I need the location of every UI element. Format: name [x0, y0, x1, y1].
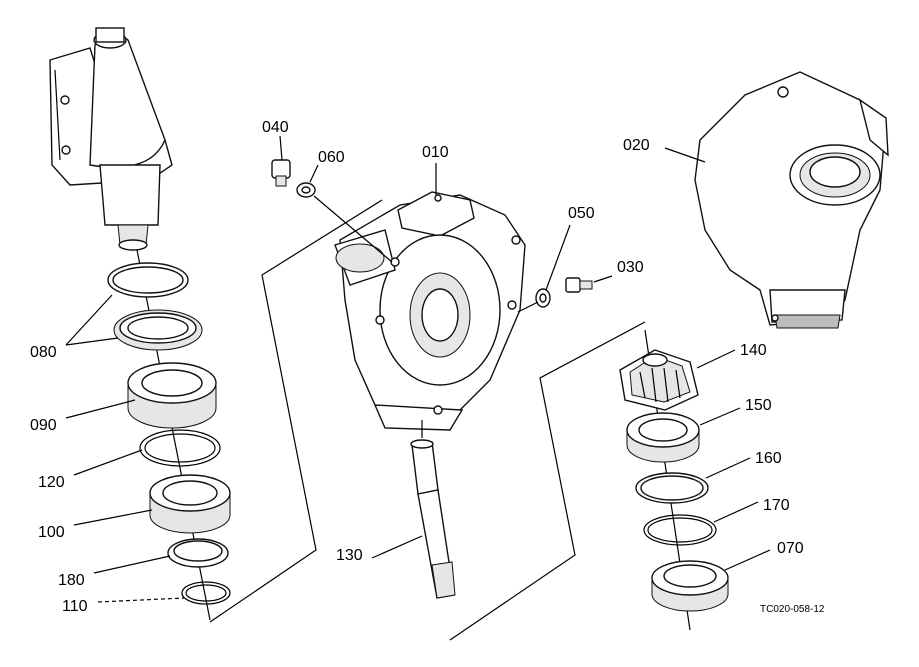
label-010: 010	[422, 144, 449, 161]
part-080-seal	[113, 309, 203, 351]
part-010-gear-case	[334, 191, 526, 431]
reference-code: TC020-058-12	[760, 604, 825, 615]
label-150: 150	[745, 397, 772, 414]
part-040-plug	[271, 159, 291, 187]
assembly-bracket-left	[209, 199, 383, 623]
part-170-snap-ring	[643, 514, 717, 546]
label-160: 160	[755, 450, 782, 467]
label-130: 130	[336, 547, 363, 564]
part-120-snap-ring	[139, 429, 221, 467]
label-090: 090	[30, 417, 57, 434]
part-130-shaft	[410, 439, 456, 599]
part-060-washer	[296, 182, 316, 198]
label-170: 170	[763, 497, 790, 514]
label-050: 050	[568, 205, 595, 222]
part-030-bolt	[565, 277, 593, 293]
upper-gear-case	[49, 27, 173, 251]
part-110-snap-ring	[181, 581, 231, 605]
label-030: 030	[617, 259, 644, 276]
assembly-bracket-right	[449, 321, 646, 641]
label-180: 180	[58, 572, 85, 589]
label-070: 070	[777, 540, 804, 557]
label-140: 140	[740, 342, 767, 359]
part-050-washer	[535, 288, 551, 308]
part-140-bevel-gear	[619, 349, 699, 411]
label-100: 100	[38, 524, 65, 541]
label-110: 110	[62, 598, 88, 615]
label-040: 040	[262, 119, 289, 136]
part-150-bearing	[626, 412, 700, 463]
part-100-bearing	[149, 474, 231, 534]
part-020-housing	[694, 71, 889, 329]
label-120: 120	[38, 474, 65, 491]
label-080: 080	[30, 344, 57, 361]
label-020: 020	[623, 137, 650, 154]
part-160-ring	[635, 472, 709, 504]
part-090-bearing	[127, 362, 217, 429]
part-070-seal	[651, 560, 729, 612]
label-060: 060	[318, 149, 345, 166]
part-080-ring	[107, 262, 189, 298]
part-180-spacer	[167, 538, 229, 568]
